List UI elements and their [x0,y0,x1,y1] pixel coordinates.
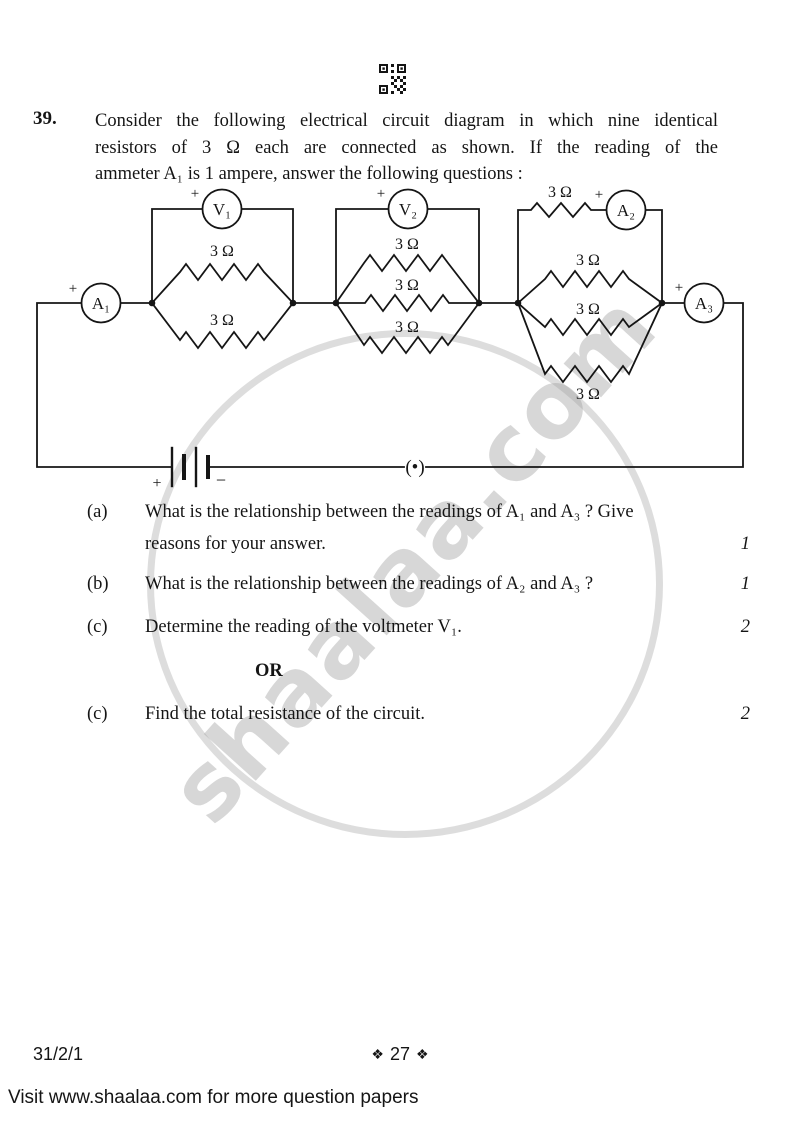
marks-value: 1 [740,574,750,594]
question-line: What is the relationship between the rea… [145,574,594,594]
page-decor-icon: ❖ [416,1046,429,1062]
resistor [516,301,664,337]
resistor-label: 3 Ω [576,301,600,318]
voltmeter-v2-circle [387,188,429,230]
resistor-label: 3 Ω [395,319,419,336]
resistor [516,269,664,305]
or-separator: OR [255,661,283,681]
battery-plus-sign: + [152,475,161,492]
plus-sign: + [191,186,199,202]
intro-line: ammeter A₁ is 1 ampere, answer the follo… [95,164,523,184]
question-c: (c) Determine the reading of the voltmet… [87,611,750,643]
circuit-wires [36,208,744,468]
resistor-label: 3 Ω [576,252,600,269]
question-line: reasons for your answer. [145,534,326,554]
intro-line: Consider the following electrical circui… [95,111,718,131]
resistor-label: 3 Ω [548,185,572,201]
marks-value: 2 [740,704,750,724]
ammeter-a3-circle [683,282,725,324]
ammeter-a1-label: A₁ [92,294,110,313]
page-number-row: ❖ 27 ❖ [0,1044,800,1065]
page-number: 27 [389,1044,411,1064]
question-c-or: (c) Find the total resistance of the cir… [87,698,750,730]
resistor [335,293,480,313]
ammeter-a1-circle [80,282,122,324]
plus-sign: + [595,187,603,203]
page-decor-icon: ❖ [371,1046,384,1062]
qr-code [379,64,406,94]
circuit-diagram: A₁ V₁ V₂ A₂ A₃ + + + + + + − (•) 3 Ω 3 Ω… [36,185,744,492]
intro-line: resistors of 3 Ω each are connected as s… [95,137,718,158]
plus-sign: + [675,280,683,296]
voltmeter-v2-label: V₂ [399,200,417,219]
plug-key-symbol: (•) [405,457,424,478]
resistor [334,301,481,355]
resistor-label: 3 Ω [395,236,419,253]
resistor [150,262,295,305]
resistor [334,253,481,305]
ammeter-a3-label: A₃ [695,294,713,313]
battery [170,446,210,488]
watermark-circle [147,330,663,838]
question-label: (c) [87,704,108,724]
ammeter-a2-circle [605,189,647,231]
resistor [517,201,607,304]
plus-sign: + [377,186,385,202]
visit-link-text: Visit www.shaalaa.com for more question … [8,1087,419,1108]
question-line: Determine the reading of the voltmeter V… [145,617,462,637]
resistor-label: 3 Ω [576,386,600,403]
question-line: Find the total resistance of the circuit… [145,704,425,724]
question-number: 39. [33,108,57,129]
battery-minus-sign: − [216,470,226,490]
question-line: What is the relationship between the rea… [145,502,634,522]
paper-code: 31/2/1 [33,1044,84,1064]
ammeter-a2-label: A₂ [617,201,635,220]
question-label: (c) [87,617,108,637]
plus-sign: + [69,281,77,297]
resistor-label: 3 Ω [210,243,234,260]
voltmeter-v1-circle [201,188,243,230]
resistor-label: 3 Ω [210,312,234,329]
marks-value: 2 [740,617,750,637]
junction-dots [148,299,666,307]
circuit-wires [644,209,663,304]
question-intro: Consider the following electrical circui… [95,108,718,188]
resistor-label: 3 Ω [395,277,419,294]
marks-value: 1 [740,534,750,554]
voltmeter-v1-label: V₁ [213,200,231,219]
question-b: (b) What is the relationship between the… [87,568,750,600]
question-a: (a) What is the relationship between the… [87,496,750,560]
question-label: (b) [87,574,109,594]
resistor [150,301,295,350]
resistor [516,301,664,384]
question-label: (a) [87,502,108,522]
